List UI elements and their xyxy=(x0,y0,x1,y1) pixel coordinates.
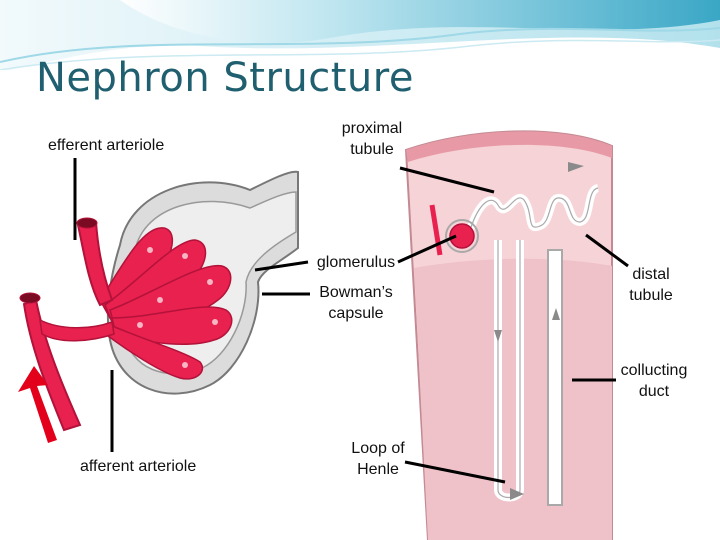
block-arteriole xyxy=(429,204,443,256)
pointer-distal xyxy=(585,233,629,268)
collecting-duct-tube xyxy=(547,249,563,506)
banner-wave-line xyxy=(0,27,720,63)
capillary-dot xyxy=(207,279,213,285)
slide-title: Nephron Structure xyxy=(36,55,414,101)
flow-arrow-icon xyxy=(552,308,560,320)
glomerulus-enlargement xyxy=(18,170,299,443)
capillary-dot xyxy=(137,322,143,328)
nephron-diagram xyxy=(18,130,629,540)
loop-of-henle-outline xyxy=(497,240,521,499)
flow-arrow-icon xyxy=(494,330,502,342)
block-glomerulus xyxy=(449,223,475,249)
nephron-tissue xyxy=(404,130,613,540)
flow-arrow-icon xyxy=(510,488,524,500)
pointer-proximal xyxy=(399,166,495,194)
efferent-vessel-opening xyxy=(76,217,98,229)
capillary-loop-5 xyxy=(107,323,204,380)
efferent-vessel xyxy=(76,220,114,307)
capillary-dot xyxy=(182,253,188,259)
afferent-branch xyxy=(39,318,115,342)
capillary-dot xyxy=(212,319,218,325)
capillary-dot xyxy=(182,362,188,368)
label-glomerulus: glomerulus xyxy=(316,254,396,271)
pointer-glomerulus xyxy=(254,260,309,272)
block-capsule xyxy=(445,219,479,253)
flow-arrow-icon xyxy=(568,162,584,172)
header-banner xyxy=(0,0,720,70)
capillary-dot xyxy=(157,297,163,303)
afferent-vessel-opening xyxy=(19,292,41,304)
proximal-tubule-outline xyxy=(469,187,599,231)
blood-flow-arrow xyxy=(18,366,57,443)
label-afferent-arteriole: afferent arteriole xyxy=(80,458,197,475)
label-efferent-arteriole: efferent arteriole xyxy=(48,137,165,154)
banner-wave-front xyxy=(120,0,720,44)
tissue-top-rim xyxy=(406,131,612,162)
banner-wave-line-2 xyxy=(0,39,720,70)
pointer-glomerulus-right xyxy=(397,234,457,264)
afferent-vessel xyxy=(22,298,82,432)
pointer-henle xyxy=(404,460,506,484)
capillary-dot xyxy=(147,247,153,253)
